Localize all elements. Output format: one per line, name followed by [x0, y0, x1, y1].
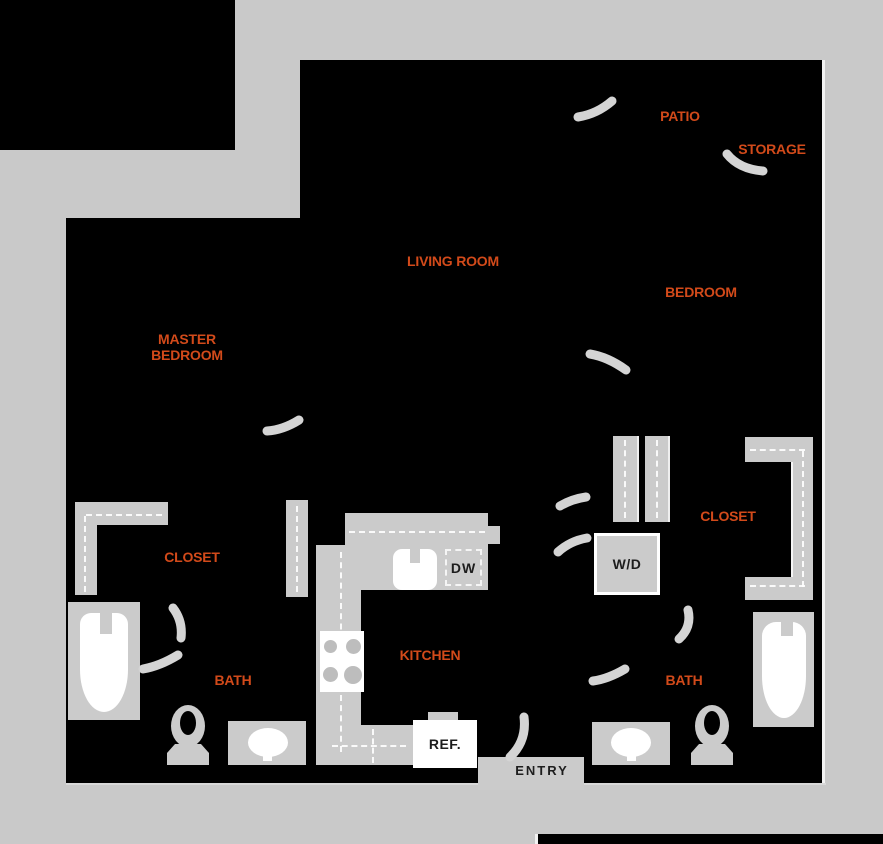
entry-door-swing-arc — [505, 712, 529, 762]
bottom-wall-strip — [538, 834, 883, 844]
vanity-right-faucet — [627, 747, 636, 761]
room-label-master-bedroom: MASTER BEDROOM — [127, 331, 247, 363]
room-label-bath-left: BATH — [214, 672, 252, 688]
bathtub-right-basin — [762, 622, 806, 718]
refrigerator-handle — [428, 712, 458, 721]
bath-right-door-swing-arc — [674, 605, 694, 644]
kitchen-counter-dash-bottom — [332, 745, 406, 747]
dishwasher-box: DW — [445, 549, 482, 586]
bottom-strip-highlight — [535, 834, 538, 844]
bathtub-left-faucet — [100, 613, 112, 634]
entry-floor — [478, 757, 584, 790]
toilet-right — [691, 705, 733, 765]
unit-bottom-edge-highlight — [66, 783, 826, 785]
entry-label: ENTRY — [515, 763, 569, 778]
bath-left-door-swing-arc-1 — [168, 603, 186, 643]
hall-closet-bar-1 — [613, 436, 639, 522]
adjacent-unit-mask — [0, 0, 235, 150]
stove-burner-4 — [344, 666, 362, 684]
washer-dryer-label: W/D — [612, 556, 642, 572]
refrigerator-label: REF. — [428, 736, 462, 752]
hall-closet-bar-1-dash — [624, 440, 626, 518]
room-label-kitchen: KITCHEN — [399, 647, 461, 663]
room-label-master-line2: BEDROOM — [151, 347, 223, 363]
bathtub-right-faucet — [781, 618, 793, 636]
room-label-bedroom: BEDROOM — [665, 284, 737, 300]
bath-left-door-swing-arc-2 — [138, 650, 183, 674]
toilet-right-seat-hole — [704, 711, 720, 735]
kitchen-sink-faucet-base — [410, 549, 420, 563]
kitchen-counter-dash-bottom-v — [372, 729, 374, 763]
bedroom-closet-bottom — [745, 577, 813, 600]
bedroom-closet-inner-line — [791, 462, 793, 577]
bedroom-door-swing-arc — [585, 349, 631, 375]
bath-right-door-swing-arc-2 — [588, 664, 630, 686]
room-label-closet-left: CLOSET — [164, 549, 220, 565]
master-closet-dash-v — [84, 516, 86, 592]
washer-dryer-box: W/D — [594, 533, 660, 595]
room-label-living-room: LIVING ROOM — [407, 253, 499, 269]
room-label-patio: PATIO — [660, 108, 700, 124]
bedroom-closet-dash-right — [802, 451, 804, 587]
toilet-left-seat-hole — [180, 711, 196, 735]
patio-door-swing-arc — [573, 96, 617, 122]
unit-right-edge-highlight — [822, 60, 825, 783]
hall-door-swing-arc-lower — [553, 533, 592, 557]
unit-upper-section — [300, 60, 822, 783]
room-label-storage: STORAGE — [738, 141, 806, 157]
stove-burner-1 — [324, 640, 337, 653]
master-closet-wall-top — [75, 502, 168, 525]
kitchen-counter-dash-top — [349, 531, 485, 533]
bedroom-closet-dash-top — [750, 449, 805, 451]
stove-burner-2 — [346, 639, 361, 654]
room-label-closet-right: CLOSET — [700, 508, 756, 524]
stove-burner-3 — [323, 667, 338, 682]
hall-closet-bar-2-dash — [656, 440, 658, 518]
toilet-left-tank — [167, 744, 209, 765]
master-bedroom-door-swing-arc — [262, 415, 304, 436]
kitchen-counter-stub — [488, 526, 500, 544]
room-label-bath-right: BATH — [665, 672, 703, 688]
bedroom-closet-dash-bottom — [750, 585, 805, 587]
master-closet-right-dash — [296, 506, 298, 592]
hall-door-swing-arc-upper — [555, 492, 591, 511]
toilet-left — [167, 705, 209, 765]
room-label-master-line1: MASTER — [158, 331, 216, 347]
dishwasher-label: DW — [450, 560, 477, 576]
master-closet-wall-left — [75, 502, 97, 595]
vanity-left-faucet — [263, 747, 272, 761]
storage-door-swing-arc — [722, 149, 768, 176]
refrigerator-box: REF. — [413, 720, 477, 768]
toilet-right-tank — [691, 744, 733, 765]
master-closet-dash-h — [86, 514, 162, 516]
